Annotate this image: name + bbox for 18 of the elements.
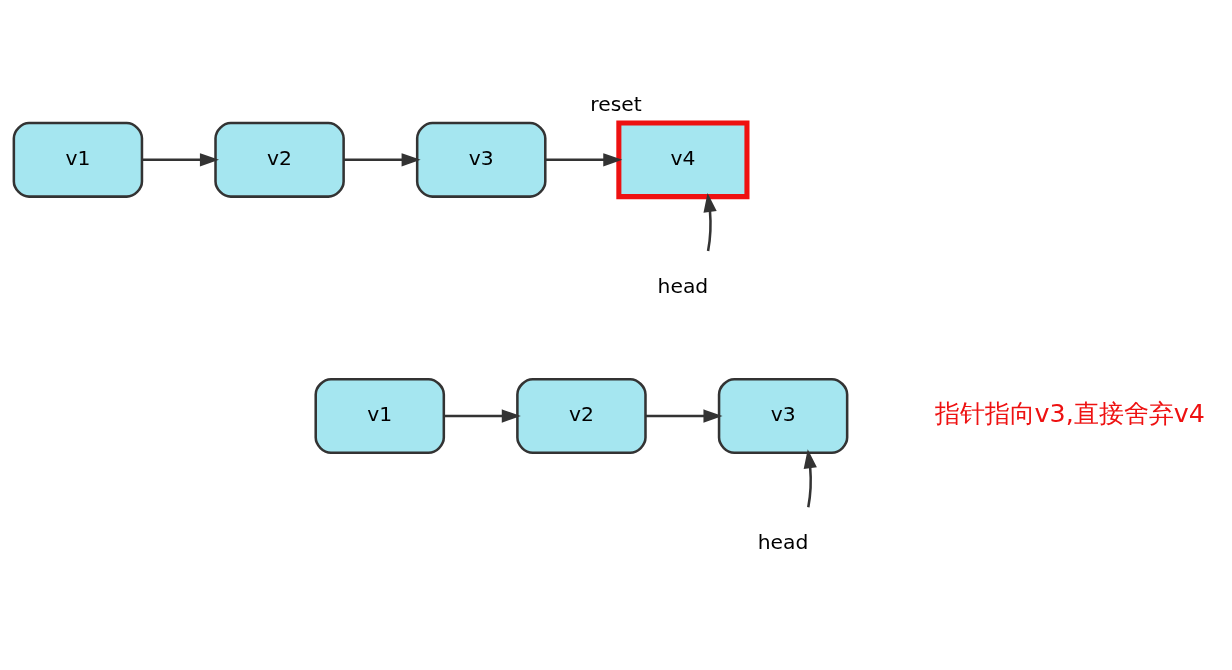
- diagram-title: reset: [590, 91, 642, 116]
- arrow: [645, 408, 723, 423]
- node-box: v4: [616, 120, 750, 199]
- node-box: v3: [717, 377, 849, 454]
- node-box: v3: [415, 121, 547, 198]
- node-box: v1: [314, 377, 446, 454]
- label: 指针指向v3,直接舍弃v4: [934, 397, 1205, 428]
- arrow: [703, 192, 717, 251]
- arrow: [803, 448, 817, 507]
- arrow: [545, 152, 623, 166]
- arrow: [443, 408, 521, 423]
- node-box: v1: [12, 121, 144, 198]
- node-box: v2: [214, 121, 345, 198]
- arrow: [142, 152, 219, 166]
- node-text: head: [657, 273, 709, 298]
- node-box: v2: [516, 377, 647, 454]
- node-text: head: [757, 529, 809, 554]
- arrow: [343, 152, 421, 166]
